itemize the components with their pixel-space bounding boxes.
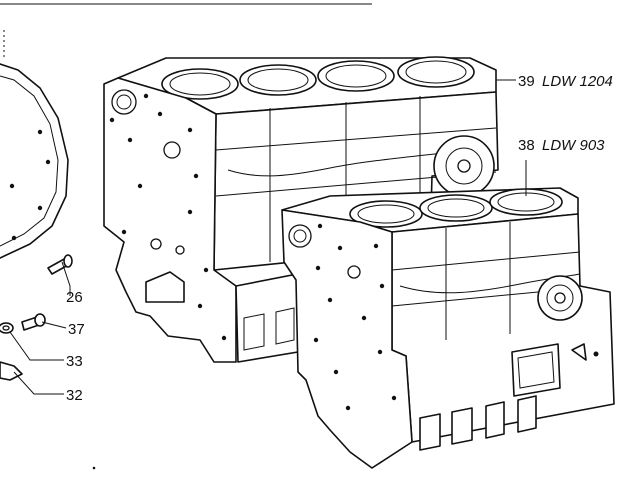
washer-33 bbox=[0, 322, 14, 334]
bolt-26 bbox=[47, 254, 73, 275]
callout-33-number: 33 bbox=[66, 353, 83, 370]
oil-pan-cover-plate bbox=[0, 30, 69, 259]
callout-26-number: 26 bbox=[66, 289, 83, 306]
engine-block-ldw-903 bbox=[281, 160, 615, 469]
callout-38-number: 38 bbox=[518, 137, 535, 154]
callout-39-model: LDW 1204 bbox=[542, 73, 613, 90]
callout-38-model: LDW 903 bbox=[542, 137, 605, 154]
callout-37-number: 37 bbox=[68, 321, 85, 338]
leader-37 bbox=[41, 321, 67, 329]
callout-32-number: 32 bbox=[66, 387, 83, 404]
gasket-32 bbox=[0, 361, 23, 381]
stray-dot bbox=[92, 466, 96, 470]
leader-32 bbox=[13, 371, 64, 395]
bolt-37 bbox=[21, 313, 46, 331]
leader-26 bbox=[61, 261, 71, 296]
callout-39-number: 39 bbox=[518, 73, 535, 90]
leader-33 bbox=[9, 331, 64, 361]
